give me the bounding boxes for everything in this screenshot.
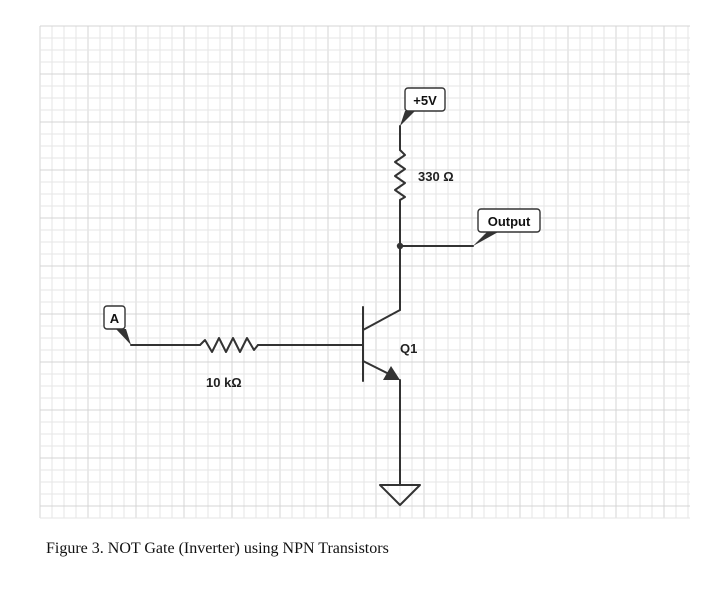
transistor-collector [362, 309, 401, 331]
input-tag-pointer [116, 329, 131, 345]
base-resistor[interactable] [199, 337, 259, 353]
supply-tag[interactable]: +5V [400, 87, 446, 126]
transistor-emitter [362, 360, 390, 375]
supply-tag-pointer [400, 111, 415, 126]
transistor-label: Q1 [400, 341, 417, 356]
input-tag[interactable]: A [103, 305, 131, 345]
supply-tag-box [404, 87, 446, 112]
output-label: Output [488, 214, 531, 229]
figure-caption: Figure 3. NOT Gate (Inverter) using NPN … [46, 540, 389, 557]
grid-background [39, 25, 690, 519]
emitter-arrow-icon [383, 366, 400, 380]
input-label: A [110, 311, 120, 326]
collector-resistor[interactable] [394, 149, 406, 201]
base-resistor-label: 10 kΩ [206, 375, 242, 390]
input-tag-box [103, 305, 126, 330]
ground-icon [379, 484, 421, 506]
collector-resistor-label: 330 Ω [418, 169, 454, 184]
output-tag-box [477, 208, 541, 233]
npn-transistor[interactable] [362, 306, 401, 382]
output-tag[interactable]: Output [473, 208, 541, 246]
supply-label: +5V [413, 93, 437, 108]
output-tag-pointer [473, 231, 500, 246]
